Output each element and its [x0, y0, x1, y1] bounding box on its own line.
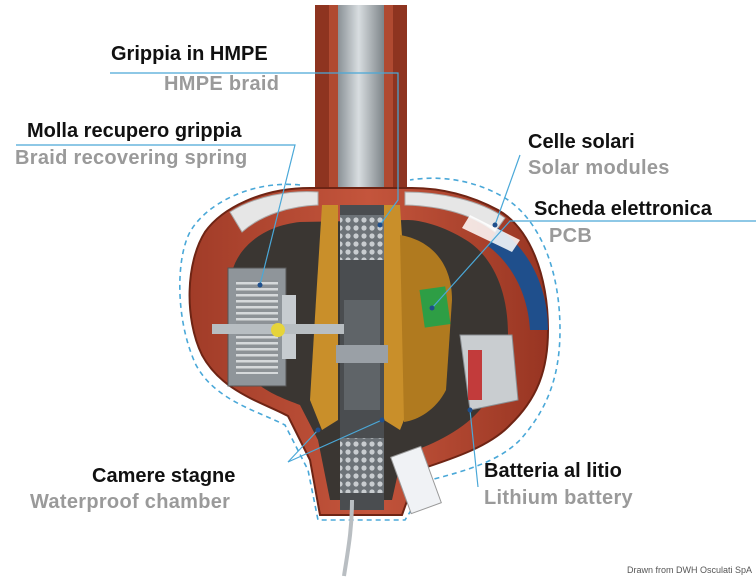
label-celle-it: Celle solari: [528, 131, 635, 153]
label-camere-en: Waterproof chamber: [30, 491, 231, 513]
callout-batteria: [469, 409, 479, 488]
label-batteria-it: Batteria al litio: [484, 460, 622, 482]
label-camere-it: Camere stagne: [92, 465, 236, 487]
credit-text: Drawn from DWH Osculati SpA: [626, 565, 752, 575]
callout-molla: [16, 144, 296, 286]
label-molla-en: Braid recovering spring: [15, 147, 248, 169]
solar-modules: [488, 228, 548, 330]
label-batteria-en: Lithium battery: [484, 487, 633, 509]
callout-lines: [16, 72, 756, 488]
brass-inner-body: [310, 205, 452, 430]
label-celle-en: Solar modules: [528, 157, 670, 179]
upper-mast: [315, 5, 407, 205]
bottom-sticker: [390, 445, 442, 515]
spring-assembly: [212, 267, 344, 387]
cable: [342, 499, 354, 577]
label-scheda-en: PCB: [549, 225, 593, 247]
lithium-battery: [459, 334, 519, 411]
callout-camere-2: [287, 419, 383, 463]
label-grippia-it: Grippia in HMPE: [111, 43, 268, 65]
label-molla-it: Molla recupero grippia: [27, 120, 242, 142]
buoy-dashed-outline: [179, 177, 561, 521]
callout-dots: [257, 222, 498, 433]
label-grippia-en: HMPE braid: [164, 73, 280, 95]
callout-scheda: [431, 220, 756, 309]
label-scheda-it: Scheda elettronica: [534, 198, 712, 220]
callout-celle: [494, 154, 521, 226]
top-cap-left: [229, 191, 319, 233]
central-chambers: [336, 205, 388, 510]
callout-grippia: [110, 72, 399, 226]
callout-camere: [287, 429, 319, 463]
